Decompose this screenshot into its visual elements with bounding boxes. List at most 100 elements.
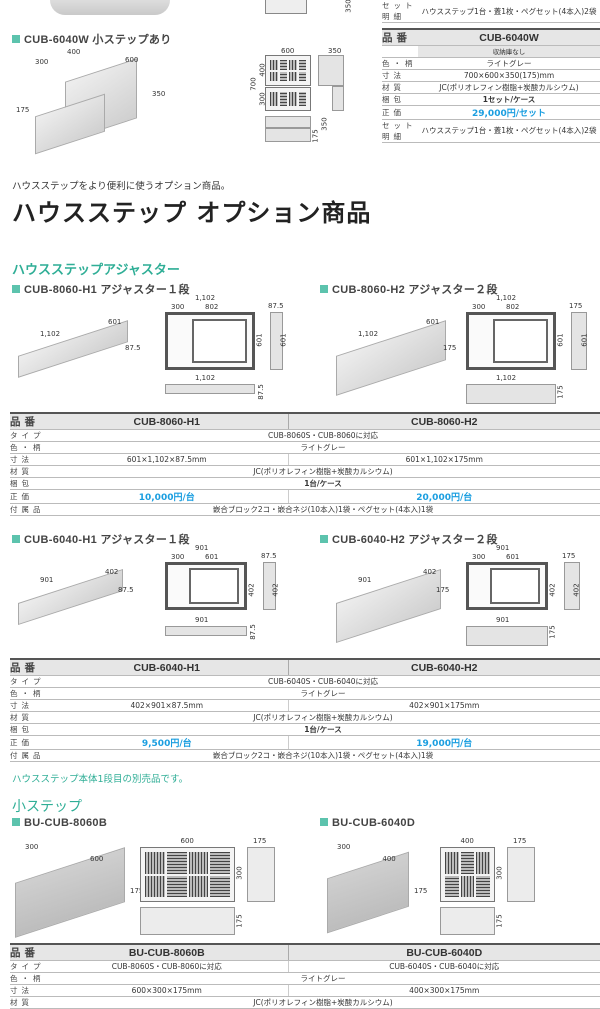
dim-plan-length: 901: [195, 544, 209, 552]
row-value: ライトグレー: [46, 972, 600, 985]
front-view: [165, 384, 255, 394]
row-value: 29,000円/セット: [418, 105, 600, 120]
dim-side-height: 175: [569, 302, 583, 310]
table-row: 色・柄ライトグレー: [10, 441, 600, 454]
row-value: ハウスステップ1台・蓋1枚・ペグセット(4本入)2袋: [418, 0, 600, 23]
row-value: JC(ポリオレフィン樹脂+炭酸カルシウム): [46, 996, 600, 1009]
row-value: 1セット/ケース: [418, 93, 600, 106]
model-number: CUB-6040W: [418, 28, 600, 46]
dim-width: 601: [108, 318, 122, 326]
table-row: 付属品嵌合ブロック2コ・嵌合ネジ(10本入)1袋・ペグセット(4本入)1袋: [10, 503, 600, 516]
dim-plan-width: 400: [460, 837, 474, 845]
square-bullet-icon: [320, 535, 328, 543]
dim-400: 400: [258, 63, 267, 77]
side-view: [270, 312, 283, 370]
dim-front-height: 175: [235, 914, 244, 928]
row-label: 付属品: [10, 503, 46, 516]
dim-a: 300: [171, 303, 185, 311]
square-bullet-icon: [12, 818, 20, 826]
table-row: セット明細ハウスステップ1台・蓋1枚・ペグセット(4本入)2袋: [382, 119, 600, 143]
product-title: CUB-8060-H2 アジャスター２段: [320, 281, 498, 297]
side-view: [507, 847, 535, 902]
section-heading-adjuster: ハウスステップアジャスター: [12, 263, 180, 278]
product-title: BU-CUB-8060B: [12, 817, 107, 829]
dim-height: 87.5: [118, 586, 134, 594]
plan-view: [466, 312, 556, 370]
dim-depth: 300: [337, 843, 351, 851]
options-title: ハウスステップ オプション商品: [12, 199, 372, 227]
front-view: [140, 907, 235, 935]
row-value: ライトグレー: [418, 57, 600, 70]
dim-length: 901: [40, 576, 54, 584]
dim-a: 300: [472, 553, 486, 561]
dim-front-height: 175: [548, 625, 557, 639]
dim-side: 601: [556, 333, 565, 347]
table-row: 色・柄ライトグレー: [10, 687, 600, 700]
dim-front-height: 87.5: [248, 624, 257, 640]
row-value-1: 9,500円/台: [46, 735, 288, 750]
side-view: [247, 847, 275, 902]
product-title-text: BU-CUB-6040D: [332, 817, 416, 829]
table-row: 色・柄ライトグレー: [10, 972, 600, 985]
dim-plan-width: 600: [180, 837, 194, 845]
product-image-partial: [50, 0, 170, 15]
row-label: 色・柄: [382, 57, 418, 70]
product-title: BU-CUB-6040D: [320, 817, 415, 829]
dim-width: 400: [382, 855, 396, 863]
row-value: CUB-8060S・CUB-8060に対応: [46, 429, 600, 442]
row-label: タイプ: [10, 429, 46, 442]
header-label: 品番: [10, 412, 46, 430]
dim-height: 175: [436, 586, 450, 594]
row-value: 嵌合ブロック2コ・嵌合ネジ(10本入)1袋・ペグセット(4本入)1袋: [46, 503, 600, 516]
adjuster-illustration: [18, 320, 128, 378]
product-title-text: BU-CUB-8060B: [24, 817, 108, 829]
dim-width: 402: [105, 568, 119, 576]
product-title: CUB-8060-H1 アジャスター１段: [12, 281, 190, 297]
adjuster-illustration: [18, 568, 123, 626]
plan-view: [165, 312, 255, 370]
dim-front-height: 175: [495, 914, 504, 928]
dim-plan-height: 300: [235, 866, 244, 880]
row-value: JC(ポリオレフィン樹脂+炭酸カルシウム): [418, 81, 600, 94]
dim-b: 601: [506, 553, 520, 561]
dim-700: 700: [249, 77, 258, 91]
dim-175: 175: [16, 106, 30, 114]
dim-height: 175: [414, 887, 428, 895]
row-value-1: 600×300×175mm: [46, 984, 288, 997]
square-bullet-icon: [320, 285, 328, 293]
row-label: 材質: [10, 996, 46, 1009]
row-value: CUB-6040S・CUB-6040に対応: [46, 675, 600, 688]
dim-front-height: 175: [556, 385, 565, 399]
dim-350: 350: [328, 47, 342, 55]
row-label: 材質: [382, 81, 418, 94]
dim-length: 1,102: [40, 330, 61, 338]
dim-175: 175: [311, 129, 320, 143]
small-step-illustration: [15, 847, 125, 938]
dim-a: 300: [171, 553, 185, 561]
row-label: 材質: [10, 465, 46, 478]
row-label: タイプ: [10, 960, 46, 973]
options-intro: ハウスステップをより便利に使うオプション商品。: [12, 181, 231, 192]
row-value-2: 20,000円/台: [287, 489, 600, 504]
product-title: CUB-6040-H2 アジャスター２段: [320, 531, 498, 547]
front-view: [440, 907, 495, 935]
dim-300: 300: [35, 58, 49, 66]
plan-view: [466, 562, 548, 610]
dim-front-length: 1,102: [496, 374, 517, 382]
dim-side: 402: [548, 583, 557, 597]
model-number-1: BU-CUB-8060B: [46, 943, 288, 961]
dim-side-width: 601: [580, 333, 589, 347]
dim-plan-length: 901: [496, 544, 510, 552]
row-value-1: 601×1,102×87.5mm: [46, 453, 288, 466]
row-label: 寸法: [10, 984, 46, 997]
